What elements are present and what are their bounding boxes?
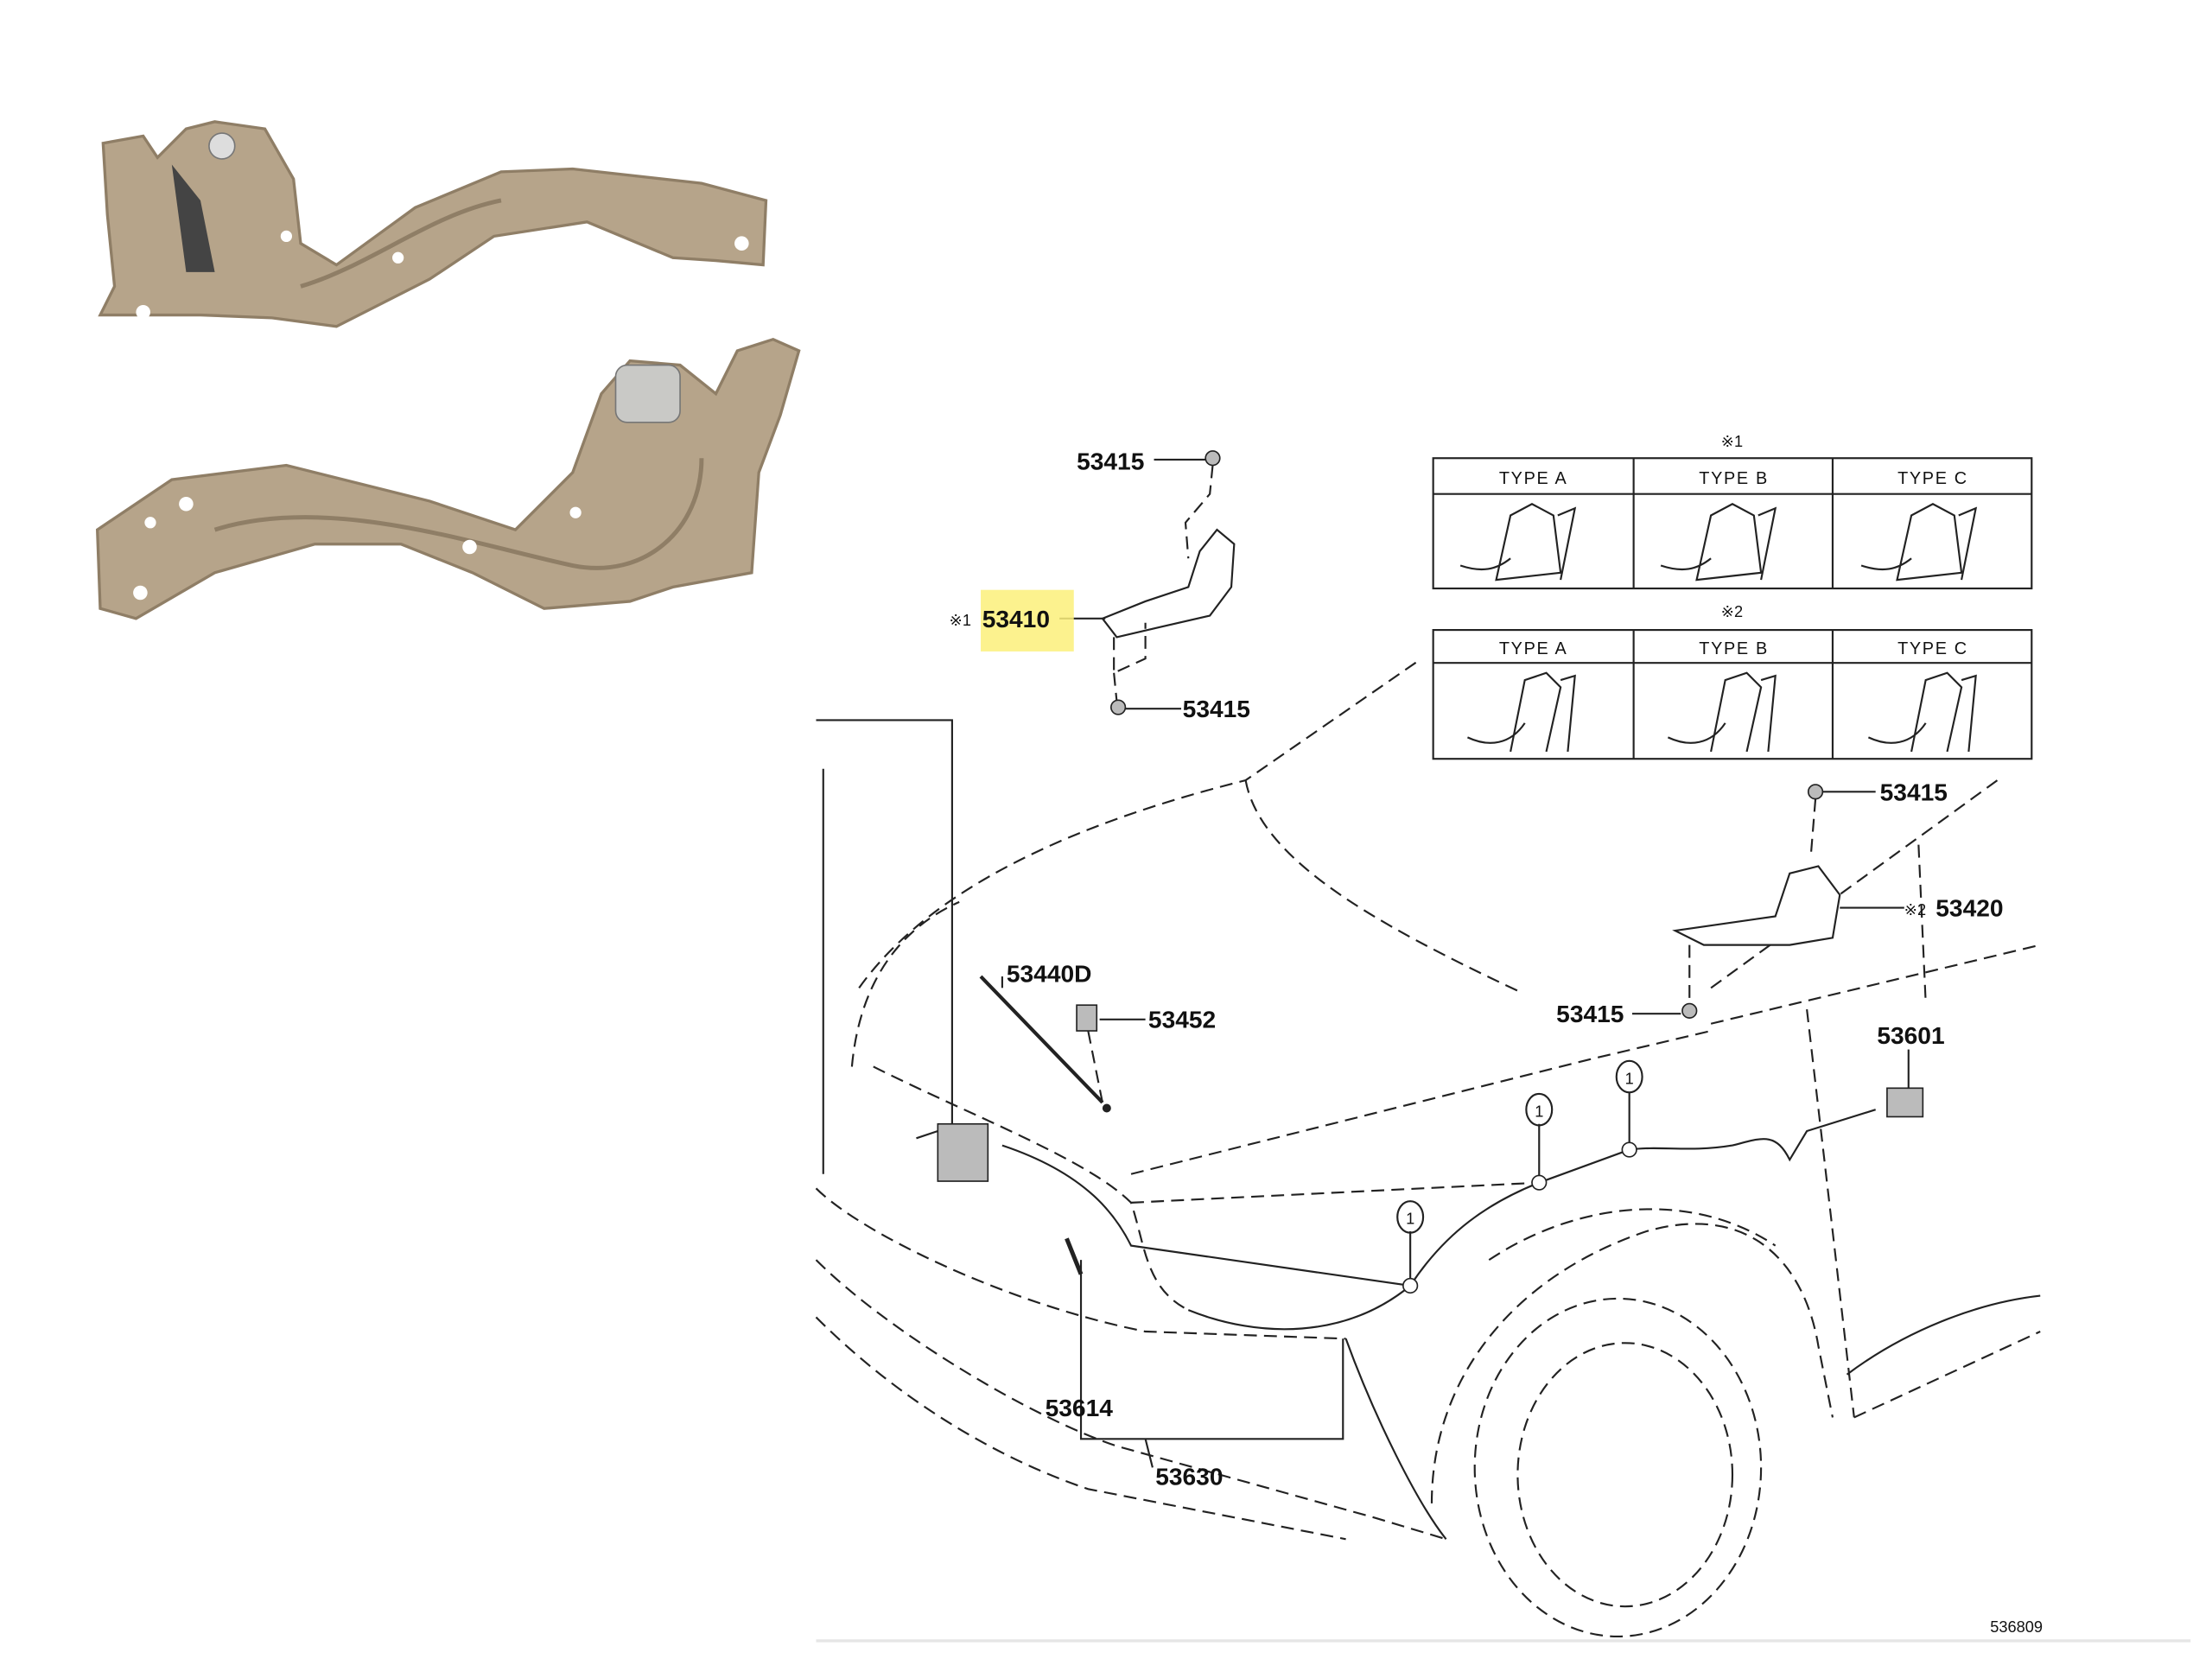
callout-1-b: 1 [1525, 1092, 1554, 1127]
highlight-53410 [981, 589, 1074, 652]
label-53415-right-mid: 53415 [1556, 1001, 1624, 1027]
table-1-header-a: TYPE A [1499, 469, 1568, 488]
label-53614[interactable]: 53614 [1046, 1395, 1114, 1421]
label-53415-right-top: 53415 [1880, 779, 1948, 805]
table-2-header-b: TYPE B [1699, 639, 1769, 658]
hood-support-rod-drawing [979, 975, 1146, 1113]
callout-1-c: 1 [1615, 1059, 1643, 1094]
hinge-photo-bottom [95, 337, 801, 620]
table-2-header-c: TYPE C [1897, 639, 1968, 658]
table-2-mark: ※2 [1721, 603, 1743, 620]
table-2-header-a: TYPE A [1499, 639, 1568, 658]
callout-1-a: 1 [1396, 1200, 1425, 1234]
label-53410[interactable]: 53410 [982, 606, 1050, 632]
figure-id: 536809 [1990, 1618, 2043, 1636]
release-cable-drawing: 1 1 1 [1001, 1049, 1924, 1294]
hinge-photo-top [98, 120, 768, 328]
label-53601[interactable]: 53601 [1877, 1022, 1944, 1049]
type-table-2: ※2 TYPE A TYPE B TYPE C [1432, 603, 2033, 760]
label-53415-lower-left: 53415 [1183, 696, 1250, 722]
label-53420[interactable]: 53420 [1936, 894, 2003, 921]
label-53630[interactable]: 53630 [1155, 1463, 1223, 1490]
label-53440d[interactable]: 53440D [1007, 961, 1092, 988]
hinge-left-drawing [1059, 450, 1236, 715]
type-table-1: ※1 TYPE A TYPE B TYPE C [1432, 433, 2033, 590]
svg-text:1: 1 [1535, 1103, 1543, 1120]
svg-text:1: 1 [1406, 1211, 1414, 1228]
hood-lock-drawing [916, 1122, 1344, 1468]
hinge-right-drawing [1631, 784, 1904, 1019]
label-53452[interactable]: 53452 [1148, 1007, 1216, 1033]
table-1-header-b: TYPE B [1699, 469, 1769, 488]
mark-1-left: ※1 [950, 612, 971, 629]
svg-text:1: 1 [1625, 1070, 1634, 1087]
table-1-header-c: TYPE C [1897, 469, 1968, 488]
mark-2-right: ※2 [1904, 901, 1926, 918]
vehicle-outline [815, 660, 2191, 1643]
table-1-mark: ※1 [1721, 433, 1743, 450]
label-53415-top: 53415 [1077, 448, 1144, 474]
